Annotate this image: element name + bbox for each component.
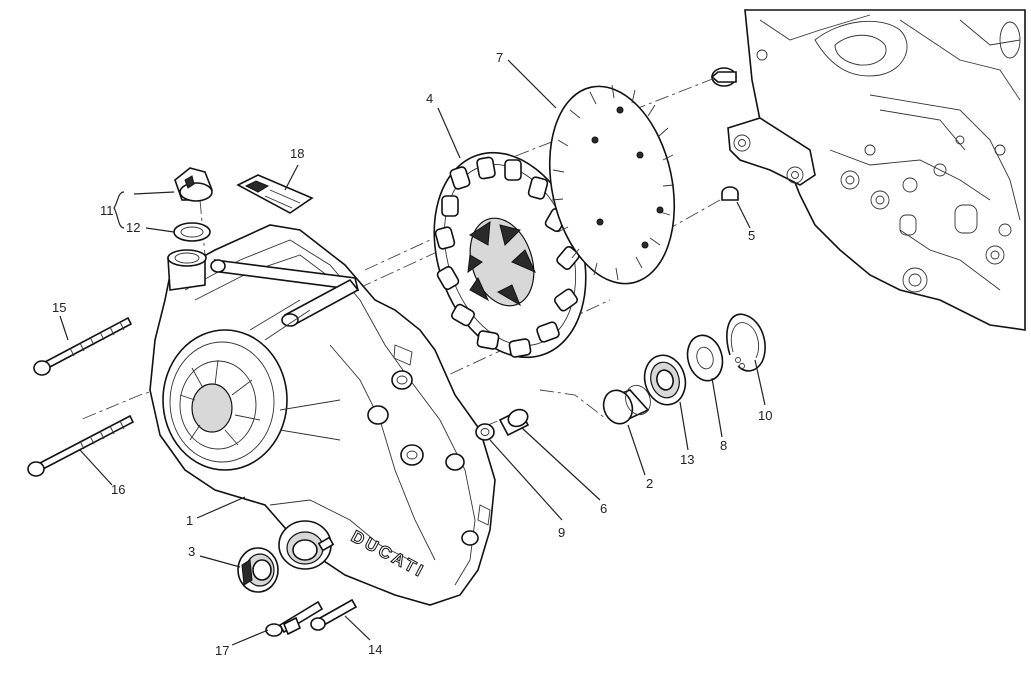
- callout-2: 2: [646, 476, 653, 491]
- clutch-cover: DUCATI: [149, 224, 496, 606]
- part-17-bolt: [265, 600, 324, 637]
- callout-7: 7: [496, 50, 503, 65]
- part-14-bolt: [310, 598, 358, 631]
- callout-13: 13: [680, 452, 694, 467]
- part-10-circlip: [726, 313, 766, 372]
- leader-lines: [59, 59, 766, 646]
- part-2-bushing: [602, 384, 651, 425]
- part-16-bolt: [27, 414, 135, 477]
- part-13-bearing: [643, 354, 687, 406]
- callout-9: 9: [558, 525, 565, 540]
- crankcase: [710, 9, 1026, 331]
- callout-18: 18: [290, 146, 304, 161]
- part-7-disc: [548, 84, 676, 285]
- part-6-bolt: [498, 408, 530, 437]
- part-11-cap: [174, 167, 213, 202]
- callout-1: 1: [186, 513, 193, 528]
- callout-10: 10: [758, 408, 772, 423]
- callout-14: 14: [368, 642, 382, 657]
- callout-12: 12: [126, 220, 140, 235]
- callout-6: 6: [600, 501, 607, 516]
- callout-17: 17: [215, 643, 229, 658]
- callout-8: 8: [720, 438, 727, 453]
- callout-11: 11: [100, 203, 114, 218]
- part-3-seal: [237, 547, 279, 593]
- part-8-washer: [686, 334, 724, 382]
- part-4-plate: [433, 151, 587, 359]
- callout-15: 15: [52, 300, 66, 315]
- part-5-bolt: [721, 186, 739, 201]
- part-9-washer: [475, 423, 495, 441]
- part-18-label: [236, 174, 314, 214]
- callout-4: 4: [426, 91, 433, 106]
- callout-16: 16: [111, 482, 125, 497]
- callout-labels: 1 2 3 4 5 6 7 8 9 10 11 12 13 14 15 16 1…: [52, 50, 772, 658]
- part-12-oring: [173, 222, 211, 242]
- part-15-bolt: [33, 316, 133, 376]
- callout-5: 5: [748, 228, 755, 243]
- callout-3: 3: [188, 544, 195, 559]
